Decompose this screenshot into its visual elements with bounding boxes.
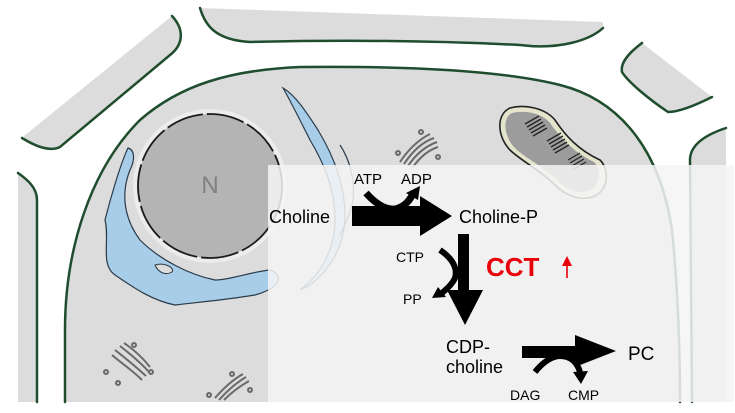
step3-cofactor-arc bbox=[532, 352, 583, 374]
label-cmp: CMP bbox=[568, 387, 599, 403]
label-atp: ATP bbox=[354, 171, 382, 188]
neighbor-cells bbox=[16, 6, 728, 404]
neighbor-cell-top-right bbox=[621, 43, 712, 112]
mitochondrion-cristae bbox=[524, 115, 587, 170]
label-choline-p: Choline-P bbox=[459, 207, 538, 227]
step2-cofactor-arc bbox=[437, 247, 459, 298]
label-pc: PC bbox=[628, 344, 654, 365]
neighbor-cell-top bbox=[200, 8, 603, 47]
step3-main-arrow bbox=[522, 335, 616, 367]
label-choline-2: choline bbox=[446, 357, 503, 377]
golgi-top bbox=[395, 129, 441, 168]
neighbor-cell-top-left bbox=[24, 16, 181, 149]
golgi-bottom-right bbox=[206, 371, 253, 401]
label-ctp: CTP bbox=[396, 249, 424, 265]
label-adp: ADP bbox=[401, 171, 432, 188]
enzyme-increase-arrow-icon bbox=[562, 256, 572, 278]
neighbor-cell-top-left-membrane bbox=[20, 14, 182, 151]
step1-cofactor-arc bbox=[363, 190, 418, 213]
neighbor-cell-right-membrane bbox=[688, 126, 728, 404]
choline-pathway: ATP ADP Choline Choline-P CTP PP CCT CDP… bbox=[269, 171, 654, 403]
label-cdp: CDP- bbox=[446, 337, 490, 357]
neighbor-cell-left bbox=[18, 173, 37, 402]
step2-main-arrow bbox=[447, 234, 483, 325]
pathway-overlay-panel bbox=[268, 165, 734, 402]
nucleus-label: N bbox=[201, 172, 218, 199]
neighbor-cell-top-membrane bbox=[198, 6, 605, 48]
label-choline: Choline bbox=[269, 207, 330, 227]
neighbor-cell-top-right-membrane bbox=[620, 41, 714, 114]
er-inner-fold bbox=[154, 263, 174, 275]
label-dag: DAG bbox=[510, 387, 540, 403]
golgi-apparatus bbox=[103, 129, 441, 401]
step2-cofactor-arrowhead bbox=[432, 287, 446, 298]
neighbor-cell-left-membrane bbox=[16, 171, 39, 404]
label-pp: PP bbox=[403, 291, 422, 307]
step1-cofactor-arrowhead bbox=[406, 186, 420, 200]
nucleus: N bbox=[133, 109, 287, 263]
golgi-bottom-left bbox=[103, 342, 154, 386]
enzyme-label-cct: CCT bbox=[486, 252, 540, 282]
step3-cofactor-arrowhead bbox=[573, 371, 588, 384]
